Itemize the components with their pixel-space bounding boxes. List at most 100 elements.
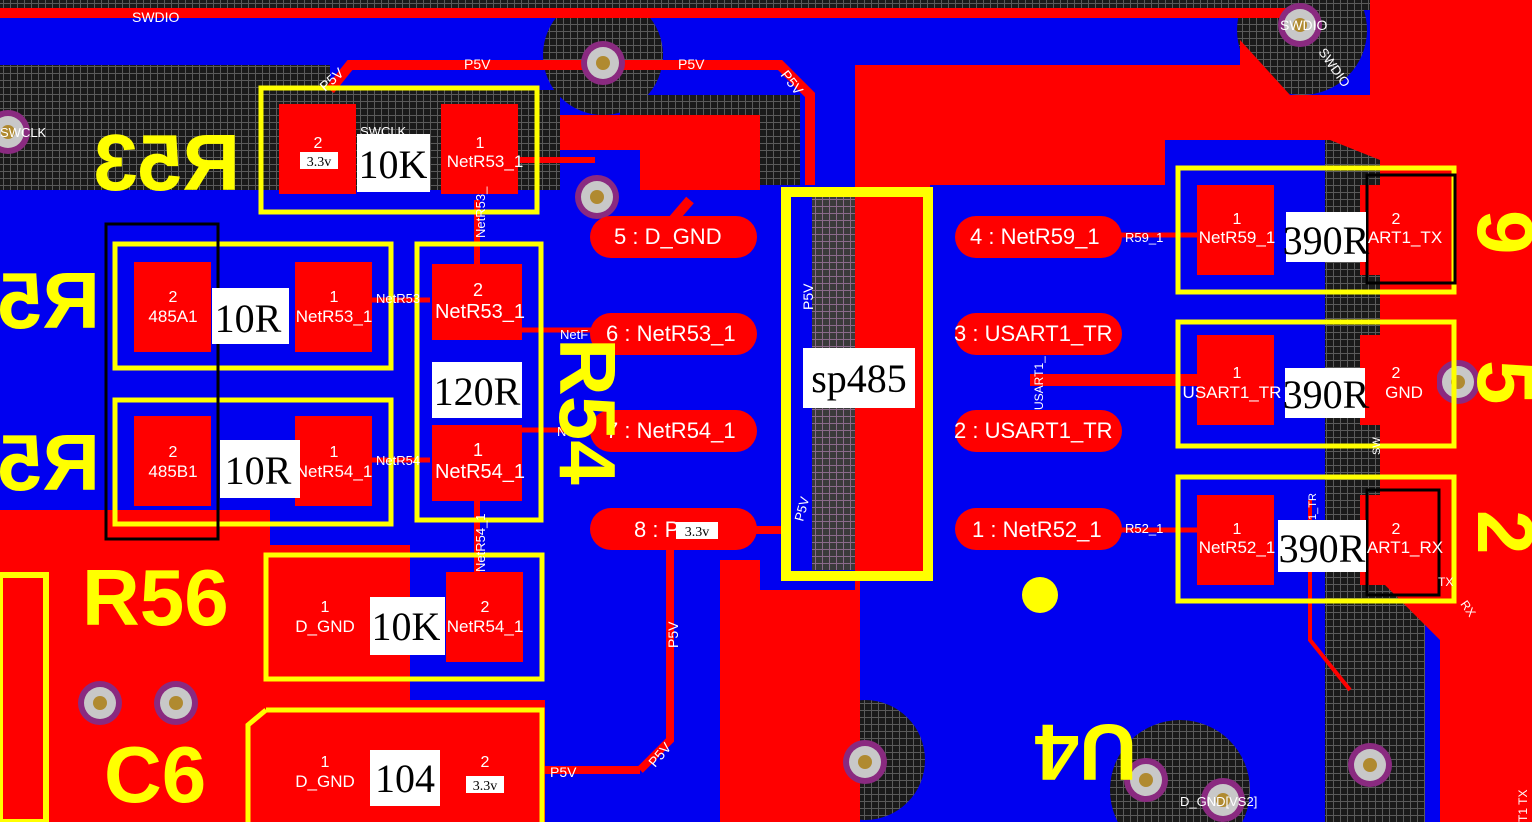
- via[interactable]: [1201, 778, 1245, 822]
- r52-designator: 2: [1461, 510, 1532, 555]
- courtyard-outlines: [104, 173, 1457, 597]
- via[interactable]: [581, 41, 625, 85]
- r59-pad-2[interactable]: [1360, 185, 1437, 275]
- via[interactable]: [0, 110, 30, 154]
- r52-pad-2[interactable]: [1360, 495, 1437, 585]
- r53-designator: R53: [93, 118, 240, 207]
- u4-pad-5[interactable]: [590, 216, 757, 258]
- u4-pad-1[interactable]: [955, 508, 1122, 550]
- svg-text:2: 2: [481, 754, 490, 771]
- r5x-pad-1[interactable]: [1197, 335, 1274, 425]
- r55b-pad-2[interactable]: [134, 416, 211, 506]
- svg-text:NetR53_1: NetR53_1: [435, 301, 525, 323]
- svg-text:P5V: P5V: [464, 56, 491, 72]
- svg-text:2: 2: [314, 135, 323, 152]
- svg-text:5 : D_GND: 5 : D_GND: [614, 224, 722, 249]
- svg-text:2: 2: [481, 599, 490, 616]
- r54-pad-1[interactable]: [432, 425, 522, 501]
- svg-text:10K: 10K: [359, 142, 428, 187]
- via[interactable]: [154, 681, 198, 725]
- svg-text:1: 1: [330, 289, 339, 306]
- r55a-pad-1[interactable]: [295, 262, 372, 352]
- svg-text:R59_1: R59_1: [1125, 230, 1163, 245]
- c6-pad-2[interactable]: [446, 727, 523, 817]
- svg-text:P5V: P5V: [791, 495, 812, 523]
- r55a-designator: R5: [0, 256, 100, 345]
- u4-pads: [590, 216, 1122, 550]
- svg-text:NetR52_1: NetR52_1: [1199, 538, 1276, 557]
- svg-text:3.3v: 3.3v: [685, 525, 710, 540]
- u4-pad-2[interactable]: [955, 410, 1122, 452]
- via[interactable]: [1124, 758, 1168, 802]
- svg-text:2: 2: [473, 280, 483, 300]
- u4-pad-7[interactable]: [590, 410, 757, 452]
- r55a-pad-2[interactable]: [134, 262, 211, 352]
- svg-text:R52_1: R52_1: [1125, 521, 1163, 536]
- svg-text:1 : NetR52_1: 1 : NetR52_1: [972, 517, 1102, 542]
- svg-text:2 : USART1_TR: 2 : USART1_TR: [954, 418, 1113, 443]
- c6-pad-1[interactable]: [286, 727, 363, 817]
- svg-text:sp485: sp485: [811, 356, 907, 401]
- svg-text:8 : P: 8 : P: [634, 517, 679, 542]
- svg-text:TX: TX: [1438, 575, 1453, 589]
- svg-text:3.3v: 3.3v: [473, 779, 498, 794]
- svg-text:3.3v: 3.3v: [307, 155, 332, 170]
- r55b-outline: [112, 397, 394, 527]
- r56-pad-1[interactable]: [286, 572, 363, 662]
- r56-pad-2[interactable]: [446, 572, 523, 662]
- svg-text:NetR53_: NetR53_: [473, 186, 488, 238]
- r5x-outline: [1175, 319, 1457, 449]
- svg-text:6 : NetR53_1: 6 : NetR53_1: [606, 321, 736, 346]
- svg-text:1: 1: [321, 754, 330, 771]
- via[interactable]: [1348, 743, 1392, 787]
- svg-text:T1 TX: T1 TX: [1516, 790, 1530, 822]
- svg-text:NetR54_1: NetR54_1: [296, 462, 373, 481]
- u4-pad-6[interactable]: [590, 313, 757, 355]
- r53-pad-2[interactable]: [279, 104, 356, 194]
- via[interactable]: [575, 175, 619, 219]
- svg-text:P5V: P5V: [550, 764, 577, 780]
- r59-designator: 9: [1461, 210, 1532, 255]
- svg-text:7 : NetR54_1: 7 : NetR54_1: [606, 418, 736, 443]
- svg-text:USART1_TR: USART1_TR: [1183, 383, 1282, 402]
- via[interactable]: [78, 681, 122, 725]
- via[interactable]: [1436, 360, 1480, 404]
- r52-pad-1[interactable]: [1197, 495, 1274, 585]
- u4-pad-8[interactable]: [590, 508, 757, 550]
- svg-text:4 : NetR59_1: 4 : NetR59_1: [970, 224, 1100, 249]
- svg-text:390R: 390R: [1279, 526, 1366, 571]
- r59-pad-1[interactable]: [1197, 185, 1274, 275]
- svg-text:NetR53_1: NetR53_1: [447, 152, 524, 171]
- r54-pad-2[interactable]: [432, 264, 522, 340]
- net-labels: SWDIO SWDIO SWDIO SWCLK SWCLK P5V P5V P5…: [0, 9, 1530, 822]
- svg-text:2: 2: [169, 289, 178, 306]
- r53-pad-1[interactable]: [441, 104, 518, 194]
- vias: [0, 3, 1480, 822]
- svg-text:3 : USART1_TR: 3 : USART1_TR: [954, 321, 1113, 346]
- u4-pad-4[interactable]: [955, 216, 1122, 258]
- svg-text:SW: SW: [1371, 437, 1383, 455]
- svg-text:D_GND[VS2]: D_GND[VS2]: [1180, 794, 1257, 809]
- svg-text:SWDIO: SWDIO: [132, 9, 180, 25]
- r5x-designator: 5: [1461, 360, 1532, 405]
- svg-text:NetR54_1: NetR54_1: [435, 461, 525, 483]
- via[interactable]: [1278, 3, 1322, 47]
- pad-labels: 2 1 NetR53_1 2 485A1 1 NetR53_1 2 485B1 …: [148, 135, 1443, 791]
- r55b-pad-1[interactable]: [295, 416, 372, 506]
- svg-text:NetF: NetF: [560, 327, 588, 342]
- svg-text:ART1_RX: ART1_RX: [1367, 538, 1443, 557]
- svg-text:NetR54_1: NetR54_1: [447, 617, 524, 636]
- via[interactable]: [843, 740, 887, 784]
- c6-outline: [245, 707, 545, 822]
- r55a-outline: [112, 241, 394, 371]
- u4-pad-3[interactable]: [955, 313, 1122, 355]
- svg-text:1: 1: [1233, 365, 1242, 382]
- r5x-pad-2[interactable]: [1360, 335, 1437, 425]
- svg-text:NetR53_1: NetR53_1: [296, 307, 373, 326]
- r52-outline: [1175, 474, 1457, 604]
- svg-text:P5V: P5V: [665, 621, 681, 648]
- svg-text:1: 1: [330, 444, 339, 461]
- svg-text:NetR53: NetR53: [376, 291, 420, 306]
- svg-text:104: 104: [375, 756, 435, 801]
